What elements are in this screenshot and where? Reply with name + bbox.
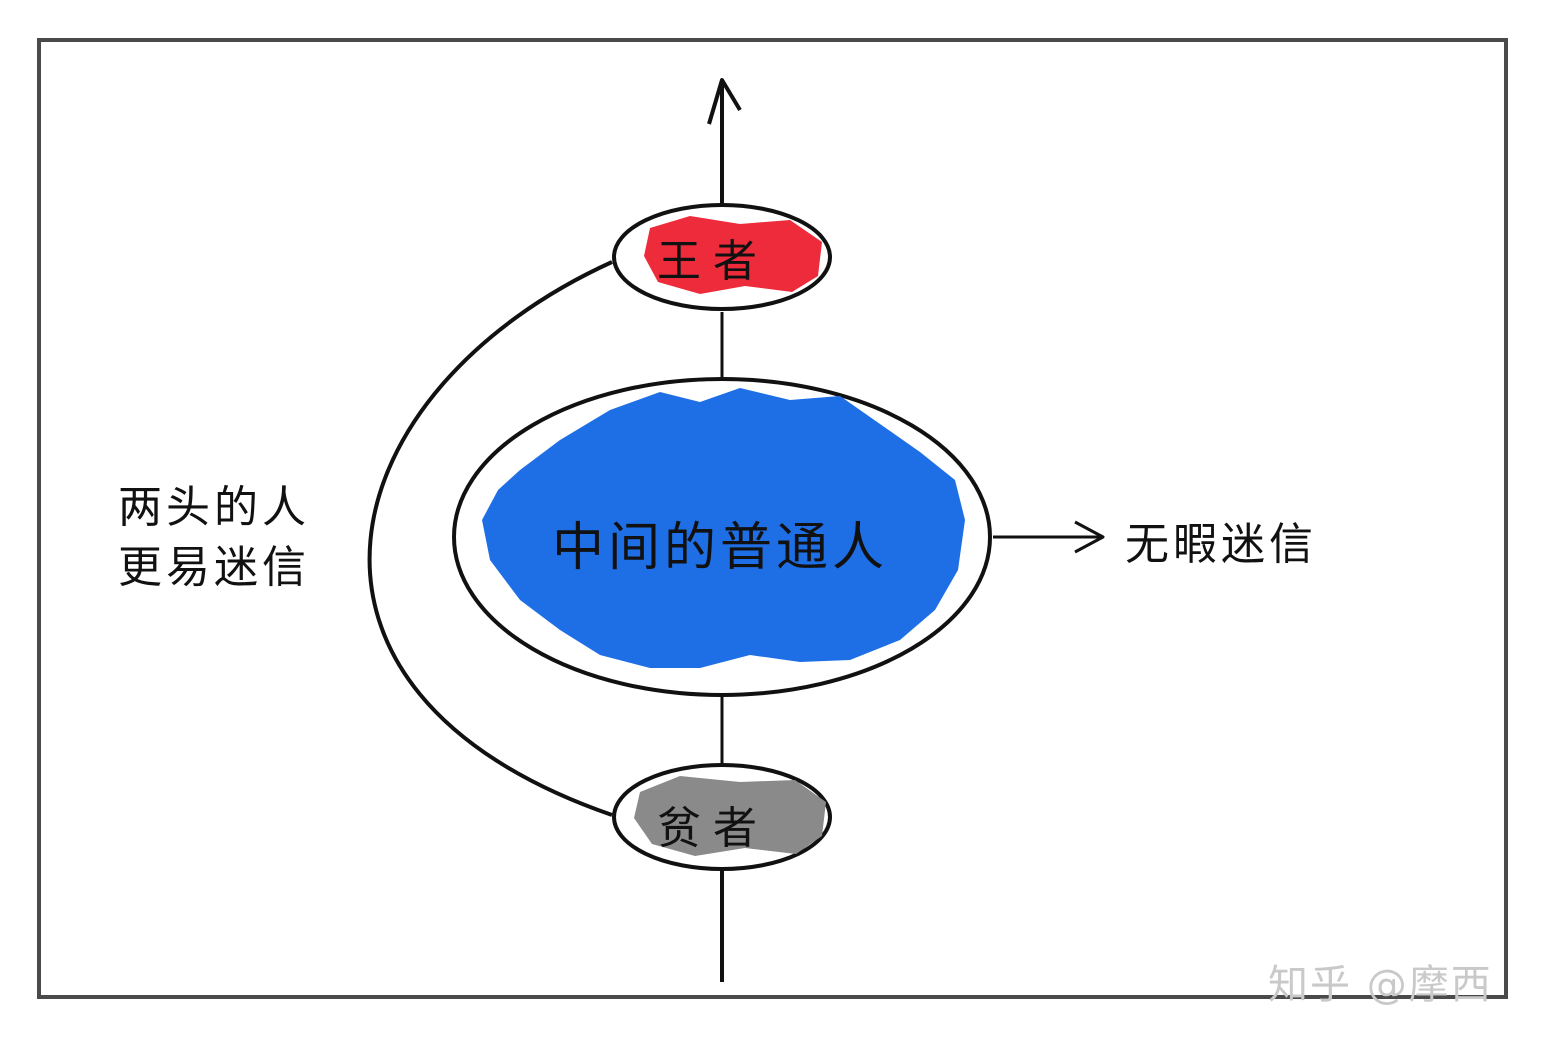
left-connecting-curve xyxy=(367,260,613,817)
middle-node-fill xyxy=(482,388,965,668)
axis-arrowhead-up xyxy=(707,78,742,125)
left-annotation: 两头的人更易迷信 xyxy=(118,482,310,593)
middle-node-label: 中间的普通人 xyxy=(551,518,888,578)
top-node-label: 王者 xyxy=(657,236,769,287)
top-node-fill xyxy=(644,216,822,294)
bottom-node-fill xyxy=(634,776,826,856)
right-arrowhead xyxy=(1074,520,1105,554)
right-annotation: 无暇迷信 xyxy=(1125,519,1317,570)
bottom-node-label: 贫者 xyxy=(657,803,769,854)
watermark-text: 知乎 @摩西 xyxy=(1268,962,1493,1008)
